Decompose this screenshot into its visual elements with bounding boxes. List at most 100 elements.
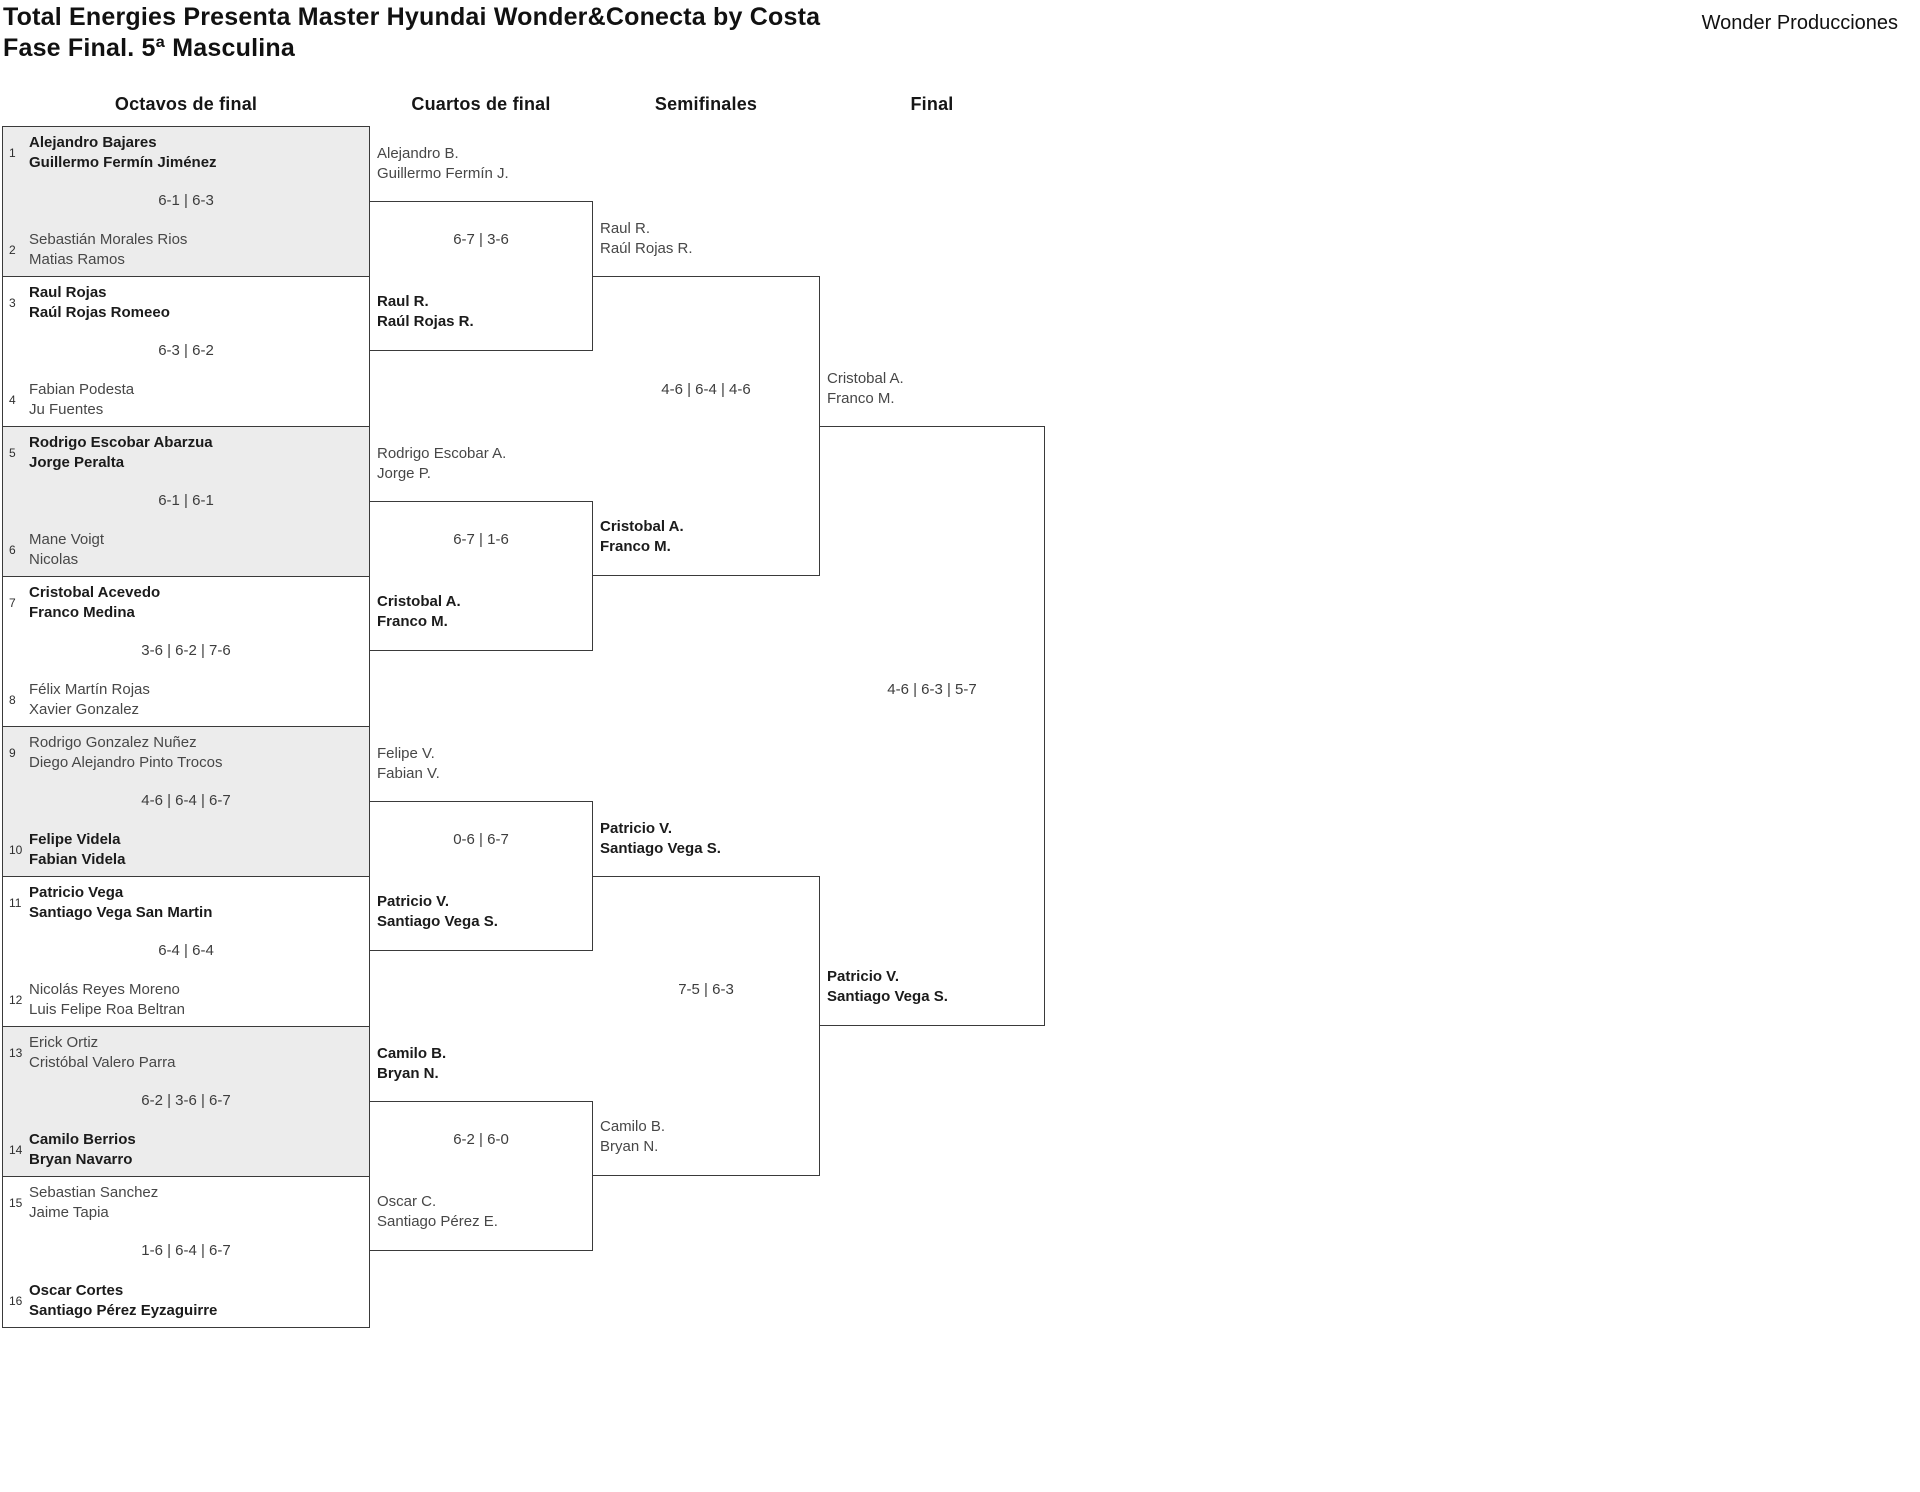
player-name: Nicolás Reyes Moreno [29, 981, 180, 998]
team-entry: 2 Sebastián Morales Rios Matias Ramos [3, 230, 369, 270]
player-name: Mane Voigt [29, 531, 105, 548]
round16-match: 3 Raul Rojas Raúl Rojas Romeeo 6-3 | 6-2… [3, 277, 369, 427]
player-name: Fabian V. [377, 765, 440, 782]
player-name: Franco Medina [29, 604, 135, 621]
player-name: Patricio V. [377, 893, 449, 910]
player-name: Oscar Cortes [29, 1282, 124, 1299]
player-name: Raul R. [600, 220, 651, 237]
player-name: Raul Rojas [29, 284, 107, 301]
team-label: Raul R. Raúl Rojas R. [600, 219, 810, 259]
match-score: 4-6 | 6-4 | 4-6 [661, 381, 751, 398]
match-score: 6-2 | 6-0 [453, 1131, 509, 1148]
player-name: Franco M. [600, 538, 671, 555]
player-name: Patricio V. [827, 968, 899, 985]
seed-number: 7 [9, 596, 16, 610]
team-label: Camilo B. Bryan N. [600, 1117, 810, 1157]
player-name: Santiago Vega S. [600, 840, 721, 857]
seed-number: 11 [9, 896, 22, 910]
team-entry: 13 Erick Ortiz Cristóbal Valero Parra [3, 1033, 369, 1073]
team-names: Rodrigo Gonzalez Nuñez Diego Alejandro P… [29, 733, 222, 773]
team-names: Fabian Podesta Ju Fuentes [29, 380, 134, 420]
match-score: 6-4 | 6-4 [158, 942, 214, 959]
match-score: 4-6 | 6-3 | 5-7 [887, 681, 977, 698]
team-label: Cristobal A. Franco M. [827, 369, 1037, 409]
team-label: Camilo B. Bryan N. [377, 1044, 587, 1084]
match-score: 6-3 | 6-2 [158, 342, 214, 359]
match-score: 6-1 | 6-1 [158, 492, 214, 509]
round16-match: 9 Rodrigo Gonzalez Nuñez Diego Alejandro… [3, 727, 369, 877]
team-entry: 15 Sebastian Sanchez Jaime Tapia [3, 1183, 369, 1223]
player-name: Bryan N. [377, 1065, 439, 1082]
player-name: Rodrigo Escobar Abarzua [29, 434, 213, 451]
player-name: Camilo B. [600, 1118, 666, 1135]
player-name: Santiago Pérez E. [377, 1213, 498, 1230]
player-name: Fabian Podesta [29, 381, 135, 398]
bracket-match: Raul R. Raúl Rojas R. 4-6 | 6-4 | 4-6 Cr… [593, 220, 820, 576]
seed-number: 13 [9, 1046, 23, 1060]
player-name: Jorge Peralta [29, 454, 125, 471]
bracket-match: Patricio V. Santiago Vega S. 7-5 | 6-3 C… [593, 820, 820, 1176]
seed-number: 1 [9, 146, 16, 160]
round16-match: 15 Sebastian Sanchez Jaime Tapia 1-6 | 6… [3, 1177, 369, 1327]
team-entry: 7 Cristobal Acevedo Franco Medina [3, 583, 369, 623]
player-name: Oscar C. [377, 1193, 437, 1210]
team-names: Sebastian Sanchez Jaime Tapia [29, 1183, 158, 1223]
round16-match: 13 Erick Ortiz Cristóbal Valero Parra 6-… [3, 1027, 369, 1177]
player-name: Franco M. [377, 613, 448, 630]
player-name: Cristobal A. [827, 370, 904, 387]
team-label: Oscar C. Santiago Pérez E. [377, 1192, 587, 1232]
team-entry: 11 Patricio Vega Santiago Vega San Marti… [3, 883, 369, 923]
team-names: Alejandro Bajares Guillermo Fermín Jimén… [29, 133, 217, 173]
seed-number: 15 [9, 1196, 23, 1210]
player-name: Cristobal Acevedo [29, 584, 161, 601]
team-names: Sebastián Morales Rios Matias Ramos [29, 230, 187, 270]
seed-number: 10 [9, 843, 23, 857]
player-name: Guillermo Fermín J. [377, 165, 509, 182]
round-of-16-column: 1 Alejandro Bajares Guillermo Fermín Jim… [2, 126, 370, 1328]
player-name: Cristobal A. [600, 518, 684, 535]
player-name: Ju Fuentes [29, 401, 104, 418]
player-name: Felipe V. [377, 745, 435, 762]
publisher-label: Wonder Producciones [1701, 12, 1898, 34]
team-entry: 9 Rodrigo Gonzalez Nuñez Diego Alejandro… [3, 733, 369, 773]
team-entry: 5 Rodrigo Escobar Abarzua Jorge Peralta [3, 433, 369, 473]
match-score: 0-6 | 6-7 [453, 831, 509, 848]
team-names: Patricio Vega Santiago Vega San Martin [29, 883, 212, 923]
team-names: Erick Ortiz Cristóbal Valero Parra [29, 1033, 175, 1073]
team-entry: 3 Raul Rojas Raúl Rojas Romeeo [3, 283, 369, 323]
player-name: Camilo B. [377, 1045, 447, 1062]
player-name: Diego Alejandro Pinto Trocos [29, 754, 223, 771]
round-header: Semifinales [654, 94, 758, 114]
player-name: Cristobal A. [377, 593, 461, 610]
player-name: Matias Ramos [29, 251, 125, 268]
player-name: Rodrigo Escobar A. [377, 445, 507, 462]
team-entry: 1 Alejandro Bajares Guillermo Fermín Jim… [3, 133, 369, 173]
team-label: Cristobal A. Franco M. [600, 517, 810, 557]
player-name: Bryan N. [600, 1138, 659, 1155]
team-entry: 4 Fabian Podesta Ju Fuentes [3, 380, 369, 420]
player-name: Jorge P. [377, 465, 431, 482]
round16-match: 1 Alejandro Bajares Guillermo Fermín Jim… [3, 127, 369, 277]
bracket-match: Cristobal A. Franco M. 4-6 | 6-3 | 5-7 P… [820, 370, 1045, 1026]
team-names: Felipe Videla Fabian Videla [29, 830, 125, 870]
player-name: Guillermo Fermín Jiménez [29, 154, 217, 171]
player-name: Patricio V. [600, 820, 672, 837]
team-names: Oscar Cortes Santiago Pérez Eyzaguirre [29, 1281, 217, 1321]
team-names: Félix Martín Rojas Xavier Gonzalez [29, 680, 150, 720]
seed-number: 12 [9, 993, 23, 1007]
match-score: 6-7 | 3-6 [453, 231, 509, 248]
team-label: Raul R. Raúl Rojas R. [377, 292, 587, 332]
team-label: Cristobal A. Franco M. [377, 592, 587, 632]
bracket-match: Alejandro B. Guillermo Fermín J. 6-7 | 3… [370, 145, 593, 351]
seed-number: 2 [9, 243, 16, 257]
seed-number: 5 [9, 446, 16, 460]
seed-number: 6 [9, 543, 16, 557]
team-names: Cristobal Acevedo Franco Medina [29, 583, 160, 623]
player-name: Sebastian Sanchez [29, 1184, 159, 1201]
player-name: Luis Felipe Roa Beltran [29, 1001, 185, 1018]
player-name: Santiago Vega S. [827, 988, 948, 1005]
player-name: Sebastián Morales Rios [29, 231, 188, 248]
team-names: Camilo Berrios Bryan Navarro [29, 1130, 136, 1170]
team-entry: 16 Oscar Cortes Santiago Pérez Eyzaguirr… [3, 1281, 369, 1321]
